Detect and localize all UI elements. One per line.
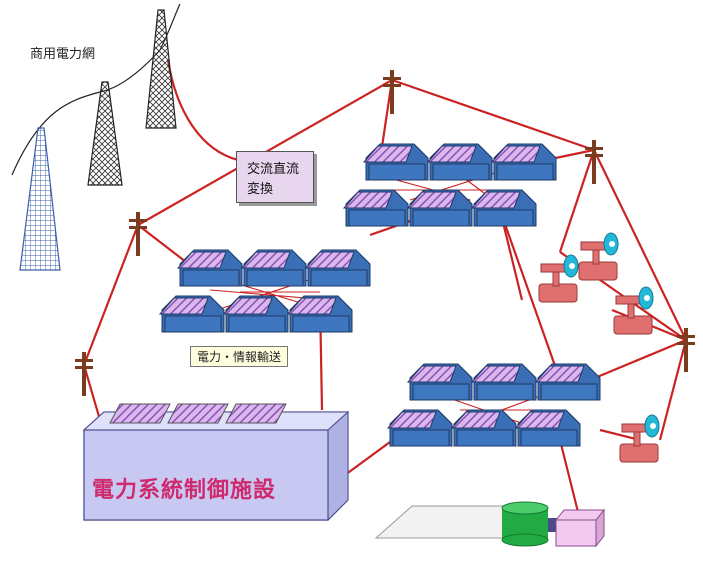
house-icon: [427, 143, 493, 181]
house-icon: [223, 295, 289, 333]
wind-turbine-icon: [538, 254, 579, 303]
house-icon: [177, 249, 243, 287]
transmission-tower-icon: [145, 9, 177, 129]
house-icon: [451, 409, 517, 447]
connector: [548, 518, 558, 532]
power-conditioner-icon: [554, 508, 606, 548]
wind-turbine-icon: [578, 232, 619, 281]
house-cluster-right: [387, 363, 601, 447]
house-icon: [471, 189, 537, 227]
utility-pole-icon: [383, 70, 401, 114]
storage-tank-icon: [501, 501, 549, 547]
house-icon: [159, 295, 225, 333]
house-icon: [407, 363, 473, 401]
house-icon: [535, 363, 601, 401]
house-icon: [305, 249, 371, 287]
converter-label-line2: 変換: [247, 182, 274, 197]
grid-wire: [11, 3, 181, 176]
transmission-tower-icon: [19, 127, 61, 271]
converter-label-line1: 交流直流: [247, 162, 300, 177]
control-facility: [82, 403, 350, 522]
house-icon: [387, 409, 453, 447]
house-icon: [515, 409, 581, 447]
solar-panel-icon: [109, 403, 287, 424]
house-icon: [343, 189, 409, 227]
house-icon: [491, 143, 557, 181]
ac-dc-converter-box: 交流直流 変換: [236, 151, 314, 203]
house-icon: [363, 143, 429, 181]
house-cluster-top: [343, 143, 557, 227]
house-icon: [471, 363, 537, 401]
house-icon: [287, 295, 353, 333]
power-info-transport-label: 電力・情報輸送: [190, 346, 289, 367]
facility-title: 電力系統制御施設: [92, 478, 277, 503]
house-icon: [407, 189, 473, 227]
house-icon: [241, 249, 307, 287]
wind-turbine-icon: [619, 414, 660, 463]
transmission-tower-icon: [87, 81, 123, 186]
house-cluster-left: [159, 249, 371, 333]
commercial-grid-label: 商用電力網: [30, 47, 96, 62]
utility-pole-icon: [129, 212, 147, 256]
